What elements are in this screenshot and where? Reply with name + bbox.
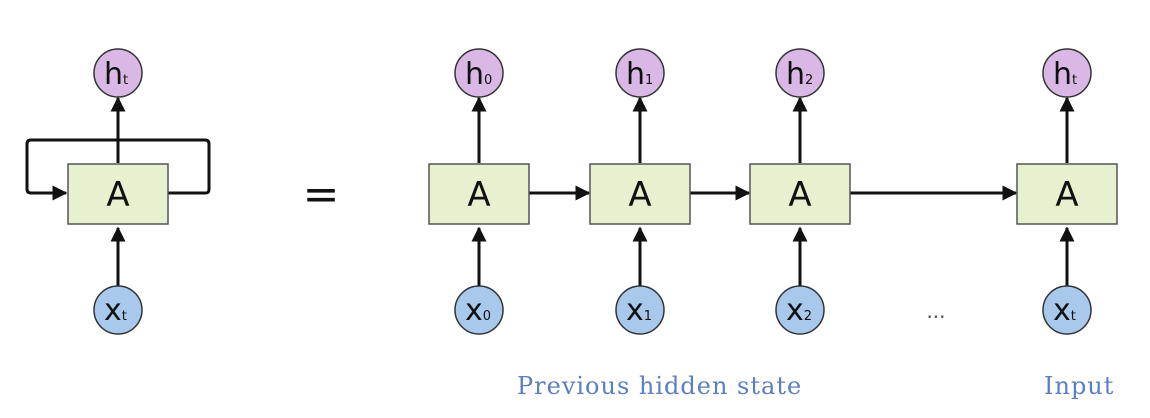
folded-cell-label: A — [106, 175, 129, 215]
input-main: x — [1053, 293, 1071, 328]
svg-text:ht: ht — [104, 57, 128, 92]
output-sub: 1 — [645, 73, 653, 88]
svg-text:xt: xt — [104, 293, 127, 328]
svg-text:xt: xt — [1053, 293, 1076, 328]
folded-rnn: A ht xt — [25, 48, 211, 335]
unrolled-step: A ht xt — [1016, 48, 1118, 335]
folded-output-main: h — [104, 57, 123, 92]
input-main: x — [786, 293, 804, 328]
input-sub: 2 — [804, 309, 812, 324]
svg-text:x2: x2 — [786, 293, 812, 328]
input-main: x — [626, 293, 644, 328]
equals-sign: = — [303, 169, 340, 220]
caption-input: Input — [1044, 372, 1114, 400]
input-sub: 1 — [644, 309, 652, 324]
folded-cell-box — [67, 163, 169, 225]
output-node — [775, 48, 825, 98]
folded-input-node: xt — [93, 285, 143, 335]
folded-input-main: x — [104, 293, 122, 328]
input-node — [615, 285, 665, 335]
output-sub: 0 — [484, 73, 492, 88]
output-sub: 2 — [805, 73, 813, 88]
cell-box — [428, 163, 530, 225]
cell-label: A — [788, 175, 811, 215]
output-main: h — [626, 57, 645, 92]
folded-output-node: ht — [93, 48, 143, 98]
input-node — [775, 285, 825, 335]
unrolled-step: A h0 x0 — [428, 48, 530, 335]
cell-label: A — [467, 175, 490, 215]
unrolled-step: A h2 x2 — [749, 48, 851, 335]
unrolled-step: A h1 x1 — [589, 48, 691, 335]
cell-box — [749, 163, 851, 225]
svg-text:h1: h1 — [626, 57, 653, 92]
ellipsis: ... — [926, 299, 945, 323]
folded-output-sub: t — [123, 73, 128, 88]
input-main: x — [465, 293, 483, 328]
caption-previous-hidden-state: Previous hidden state — [517, 372, 802, 400]
svg-text:ht: ht — [1053, 57, 1077, 92]
input-node — [454, 285, 504, 335]
cell-label: A — [1055, 175, 1078, 215]
input-sub: t — [1071, 309, 1076, 324]
output-main: h — [465, 57, 484, 92]
output-main: h — [1053, 57, 1072, 92]
output-node — [615, 48, 665, 98]
output-main: h — [786, 57, 805, 92]
cell-box — [1016, 163, 1118, 225]
svg-text:x0: x0 — [465, 293, 491, 328]
svg-text:x1: x1 — [626, 293, 652, 328]
folded-input-sub: t — [122, 309, 127, 324]
input-sub: 0 — [483, 309, 491, 324]
svg-text:h0: h0 — [465, 57, 492, 92]
cell-box — [589, 163, 691, 225]
unrolled-rnn: A h0 x0 A h1 x1 A h2 x2 — [428, 48, 1118, 335]
input-node — [1042, 285, 1092, 335]
svg-text:h2: h2 — [786, 57, 813, 92]
output-sub: t — [1072, 73, 1077, 88]
cell-label: A — [628, 175, 651, 215]
output-node — [1042, 48, 1092, 98]
output-node — [454, 48, 504, 98]
